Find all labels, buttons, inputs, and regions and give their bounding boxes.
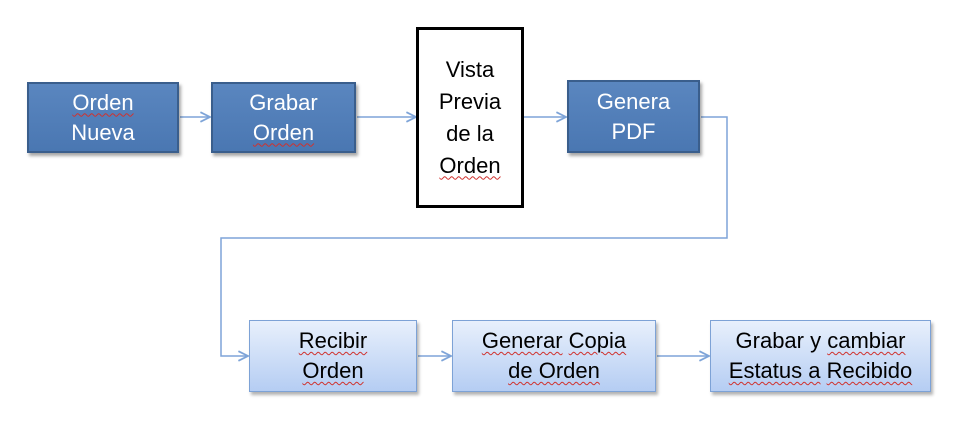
recibir-orden-line1: Recibir — [298, 328, 368, 353]
node-grabar-orden: Grabar Orden — [211, 82, 356, 153]
orden-nueva-line2: Nueva — [71, 119, 135, 145]
grabar-cambiar-line2: Estatus a Recibido — [729, 356, 912, 386]
vista-previa-line2: Previa — [438, 88, 502, 114]
grabar-cambiar-word4: Recibido — [826, 358, 913, 383]
arrow-pdf-to-recibir — [220, 116, 728, 356]
node-grabar-cambiar: Grabar y cambiar Estatus a Recibido — [710, 320, 931, 392]
vista-previa-line3: de la — [446, 120, 494, 146]
genera-pdf-line1: Genera — [596, 88, 671, 114]
node-generar-copia: Generar Copia de Orden — [452, 320, 656, 392]
orden-nueva-line1: Orden — [72, 89, 134, 115]
generar-copia-line2: de Orden — [508, 358, 600, 383]
grabar-cambiar-word1: Grabar y — [735, 328, 822, 353]
recibir-orden-line2: Orden — [302, 358, 364, 383]
grabar-cambiar-line1: Grabar y cambiar — [736, 326, 906, 356]
node-orden-nueva: Orden Nueva — [27, 82, 179, 153]
node-recibir-orden: Recibir Orden — [249, 320, 417, 392]
node-genera-pdf: Genera PDF — [567, 80, 700, 153]
vista-previa-line4: Orden — [439, 152, 501, 178]
vista-previa-line1: Vista — [445, 56, 495, 82]
genera-pdf-line2: PDF — [611, 118, 656, 144]
grabar-orden-line1: Grabar — [249, 89, 318, 115]
grabar-cambiar-word3: Estatus a — [728, 358, 821, 383]
generar-copia-word2: Copia — [568, 328, 627, 353]
generar-copia-word1: Generar — [481, 328, 563, 353]
grabar-cambiar-word2: cambiar — [827, 328, 906, 353]
grabar-orden-line2: Orden — [252, 119, 315, 145]
node-vista-previa: Vista Previa de la Orden — [416, 27, 524, 208]
generar-copia-line1: Generar Copia — [482, 326, 626, 356]
